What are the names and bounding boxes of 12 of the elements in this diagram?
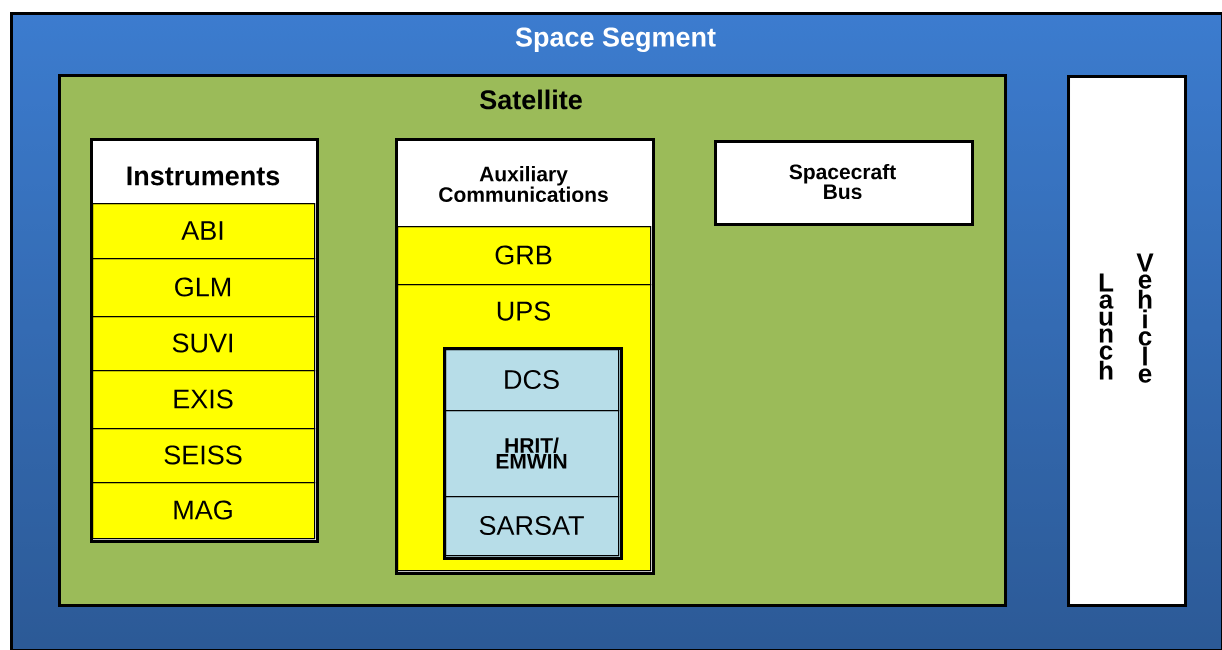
communications-row: GRB	[397, 226, 652, 286]
instrument-row: SEISS	[92, 428, 316, 484]
instrument-row: SUVI	[92, 316, 316, 372]
service-row: DCS	[445, 349, 620, 412]
instrument-row: MAG	[92, 482, 316, 540]
launch-vehicle-box: Launch Vehicle	[1067, 75, 1187, 607]
instrument-row: GLM	[92, 258, 316, 318]
instrument-row: ABI	[92, 203, 316, 260]
bus-box: Spacecraft Bus	[714, 140, 974, 226]
instrument-row: EXIS	[92, 370, 316, 430]
service-row: SARSAT	[445, 496, 620, 557]
service-row: HRIT/ EMWIN	[445, 410, 620, 498]
